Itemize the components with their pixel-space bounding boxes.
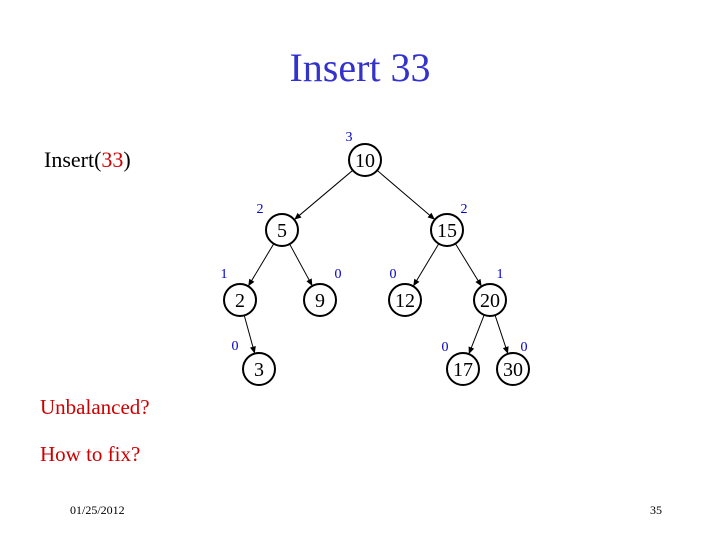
node-height-label: 1 [497, 267, 504, 282]
node-height-label: 0 [521, 340, 528, 355]
question-unbalanced: Unbalanced? [40, 395, 150, 419]
node-value-label: 15 [437, 220, 457, 242]
node-value-label: 20 [480, 290, 500, 312]
slide-page-number: 35 [650, 503, 662, 517]
node-height-label: 1 [221, 267, 228, 282]
tree-node-3: 30 [232, 339, 276, 386]
edge-arrowhead-n15-n20 [475, 278, 482, 287]
edge-arrowhead-n5-n2 [248, 278, 255, 287]
tree-node-5: 52 [257, 202, 299, 247]
insert-suffix: ) [123, 147, 131, 172]
edge-arrowhead-n10-n15 [427, 212, 435, 220]
node-circle [388, 283, 422, 317]
node-height-label: 0 [232, 339, 239, 354]
node-height-label: 2 [461, 202, 468, 217]
node-value-label: 30 [503, 359, 523, 381]
slide-title: Insert 33 [289, 45, 431, 90]
node-height-label: 3 [346, 130, 353, 145]
tree-node-12: 12 0 [388, 267, 422, 317]
edge-n10-n15 [376, 170, 436, 220]
node-circle [242, 352, 276, 386]
edge-arrowhead-n15-n12 [413, 278, 420, 287]
node-height-label: 0 [335, 267, 342, 282]
node-circle [348, 143, 382, 177]
node-circle [473, 283, 507, 317]
edge-n5-n9 [289, 243, 313, 287]
insert-value: 33 [101, 147, 124, 172]
node-value-label: 10 [355, 150, 375, 172]
node-circle [223, 283, 257, 317]
insert-prefix: Insert( [44, 147, 102, 172]
edge-n5-n2 [247, 243, 275, 287]
tree-node-9: 90 [303, 267, 342, 317]
node-value-label: 3 [254, 359, 264, 381]
insert-operation: Insert(33) [44, 147, 131, 173]
node-value-label: 12 [395, 290, 415, 312]
node-height-label: 0 [442, 340, 449, 355]
edge-arrowhead-n2-n3 [250, 346, 256, 354]
node-circle [430, 213, 464, 247]
edge-n15-n20 [454, 243, 483, 287]
node-circle [303, 283, 337, 317]
question-how-to-fix: How to fix? [40, 442, 141, 466]
node-value-label: 17 [453, 359, 473, 381]
tree-edges [243, 169, 509, 355]
tree-node-2: 21 [221, 267, 257, 317]
node-value-label: 2 [235, 290, 245, 312]
node-circle [265, 213, 299, 247]
edge-n15-n12 [412, 243, 440, 287]
tree-node-15: 15 2 [430, 202, 468, 247]
slide-date: 01/25/2012 [70, 503, 125, 517]
tree-node-30: 300 [496, 340, 530, 386]
edge-n10-n5 [293, 169, 354, 221]
node-value-label: 5 [277, 220, 287, 242]
tree-node-20: 20 1 [473, 267, 507, 317]
tree-node-17: 17 0 [442, 340, 480, 386]
edge-arrowhead-n10-n5 [294, 212, 302, 220]
node-circle [496, 352, 530, 386]
node-circle [446, 352, 480, 386]
edge-arrowhead-n5-n9 [306, 278, 313, 286]
node-height-label: 0 [390, 267, 397, 282]
tree-node-10: 103 [346, 130, 382, 177]
edge-arrowhead-n20-n17 [468, 346, 475, 355]
node-height-label: 2 [257, 202, 264, 217]
edge-arrowhead-n20-n30 [502, 346, 509, 354]
edge-n20-n17 [468, 314, 485, 355]
node-value-label: 9 [315, 290, 325, 312]
